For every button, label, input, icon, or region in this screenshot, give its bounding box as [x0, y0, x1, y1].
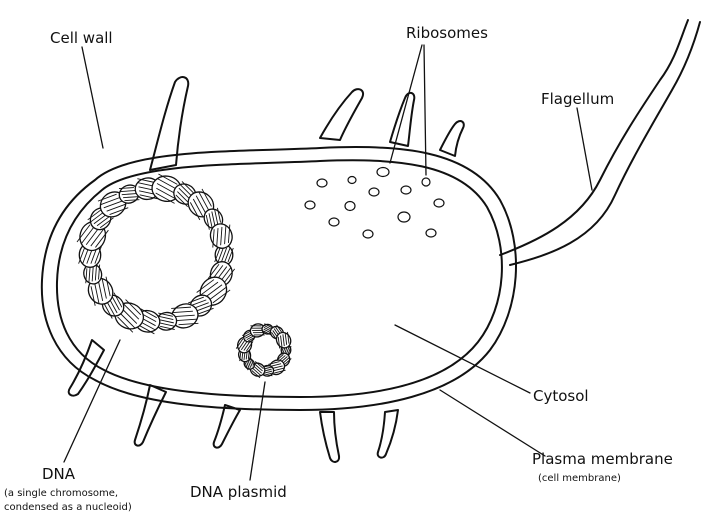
ribosome [317, 179, 327, 187]
label-dna-note-2: condensed as a nucleoid) [4, 502, 132, 513]
pilus [440, 121, 464, 156]
label-dna-plasmid: DNA plasmid [190, 483, 287, 501]
ribosome [426, 229, 436, 237]
leader-line-ribosomes-right [424, 45, 426, 175]
ribosome [329, 218, 339, 226]
ribosome [398, 212, 410, 222]
label-plasma-membrane-note: (cell membrane) [538, 473, 621, 484]
label-cell-wall: Cell wall [50, 29, 113, 47]
flagellum [500, 20, 688, 255]
leader-line-cell-wall [82, 47, 103, 148]
labels: Cell wall Ribosomes Flagellum Cytosol Pl… [4, 24, 673, 513]
leader-line-flagellum [577, 108, 592, 190]
ribosome [348, 177, 356, 184]
dna-plasmid [236, 321, 294, 378]
ribosome [434, 199, 444, 207]
pilus [320, 89, 363, 140]
ribosome [377, 168, 389, 177]
label-dna-note-1: (a single chromosome, [4, 488, 118, 499]
flagellum-edge [510, 22, 700, 265]
ribosome [363, 230, 373, 238]
leader-line-plasma-membrane [440, 390, 545, 456]
label-flagellum: Flagellum [541, 90, 614, 108]
pilus [214, 405, 240, 448]
ribosome [305, 201, 315, 209]
label-plasma-membrane: Plasma membrane [532, 450, 673, 468]
ribosome [345, 202, 355, 211]
ribosome [422, 178, 430, 186]
pilus [320, 412, 339, 462]
pilus [135, 385, 166, 446]
label-ribosomes: Ribosomes [406, 24, 488, 42]
ribosome [401, 186, 411, 194]
label-cytosol: Cytosol [533, 387, 589, 405]
ribosomes [305, 168, 444, 239]
ribosome [369, 188, 379, 196]
pilus [378, 410, 398, 458]
pili [69, 77, 464, 462]
dna-nucleoid [76, 173, 236, 334]
label-dna: DNA [42, 465, 76, 483]
